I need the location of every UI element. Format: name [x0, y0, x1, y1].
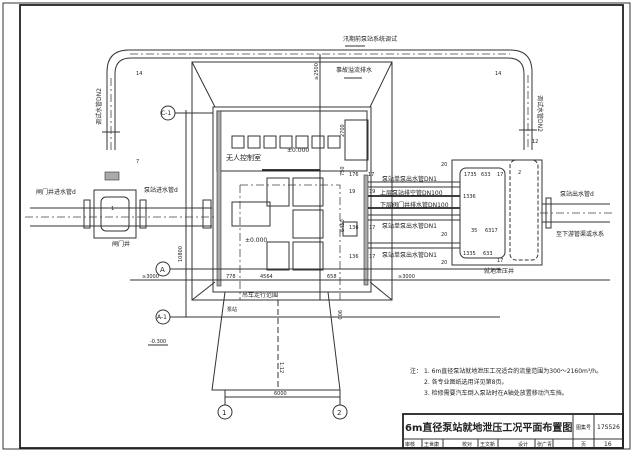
- elevation-mid: ±0.000: [245, 237, 267, 244]
- downstream-label: 至下游管渠或水系: [556, 230, 604, 238]
- dim-2500: ≥2500: [314, 63, 320, 80]
- dim-6000: 6000: [274, 391, 287, 397]
- pump-out-1-label: 泵站单泵出水管DN1: [382, 175, 437, 183]
- drawing-title: 6m直径泵站就地泄压工况平面布置图: [405, 421, 572, 434]
- dim-10800: 10800: [178, 246, 184, 262]
- dim-2700: 2700: [340, 124, 346, 137]
- callout: 20: [441, 260, 447, 266]
- atlas-number: 17S526: [597, 424, 620, 431]
- notes-prefix: 注：: [410, 367, 422, 375]
- callout: 20: [441, 162, 447, 168]
- callouts: 176 17 19 19 136 17 136 17 20 20 20 1735…: [349, 162, 521, 266]
- callout: 19: [349, 189, 355, 195]
- dim-3000-left: ≥3000: [142, 274, 159, 280]
- discharge-pipes: [368, 159, 615, 266]
- callout: 1336: [463, 194, 476, 200]
- flood-test-label: 汛期前泵站系统调试: [343, 35, 397, 43]
- note-1: 1. 6m直径泵站就地泄压工况适合的流量范围为300～2160m³/h。: [424, 367, 602, 375]
- callout-12: 12: [532, 139, 538, 145]
- dim-3000-right: ≥3000: [398, 274, 415, 280]
- note-3: 3. 检修需要汽车倒入泵站时在A轴处放置移动汽车挡。: [424, 389, 568, 397]
- axis-2: 2: [337, 409, 341, 417]
- axis-markers: [155, 105, 500, 420]
- note-2: 2. 各专业图纸选用详见第8页。: [424, 378, 507, 386]
- valve-inlet-label: 闸门井进水管d: [36, 188, 76, 196]
- page-number: 16: [604, 441, 612, 448]
- callout: 1735: [464, 172, 477, 178]
- truck-range-label: 吊车走行范围: [242, 291, 278, 299]
- callout: 176: [349, 172, 359, 178]
- callout: 2: [518, 170, 521, 176]
- pump-station-label: 泵站: [227, 306, 237, 313]
- axis-1: 1: [222, 409, 226, 417]
- atlas-label: 图集号: [576, 424, 591, 431]
- callout-7: 7: [136, 159, 139, 165]
- design-label: 设计: [518, 441, 528, 448]
- control-room-label: 无人控制室: [226, 153, 261, 162]
- station-outlet-label: 泵站出水管d: [560, 190, 594, 198]
- dim-750: 750: [340, 166, 346, 176]
- page-label: 页: [581, 442, 586, 448]
- dim-900: 900: [336, 310, 342, 320]
- pump-out-2-label: 泵站单泵出水管DN1: [382, 222, 437, 230]
- callout: 17: [497, 258, 503, 264]
- callout-14: 14: [495, 71, 501, 77]
- axis-a1: A-1: [157, 314, 167, 321]
- axis-c1: C-1: [161, 110, 171, 117]
- test-pipe-left-label: 调试水管DN2: [95, 88, 103, 125]
- ramp-slope: 1:12: [278, 362, 284, 373]
- upper-vent-label: 上层泵站排空管DN100: [380, 189, 443, 197]
- callout: 35: [471, 228, 477, 234]
- callout: 633: [481, 172, 491, 178]
- test-pipe-right-label: 调试水管DN2: [536, 95, 544, 132]
- notes: 注： 1. 6m直径泵站就地泄压工况适合的流量范围为300～2160m³/h。 …: [410, 367, 602, 397]
- callout: 6317: [485, 228, 498, 234]
- valve-well-label: 闸门井: [112, 240, 130, 248]
- emergency-drain-label: 事故溢流排水: [336, 66, 372, 74]
- dim-658: 658: [327, 274, 337, 280]
- axis-a: A: [160, 266, 165, 274]
- elevation-top: ±0.000: [287, 147, 309, 154]
- lower-drain-label: 下层阀门井排水管DN100: [380, 201, 449, 209]
- elevation-outside: -0.300: [150, 339, 166, 345]
- callout: 17: [369, 254, 375, 260]
- callout: 1335: [463, 251, 476, 257]
- pump-out-3-label: 泵站单泵出水管DN1: [382, 251, 437, 259]
- callout: 17: [368, 172, 374, 178]
- pressure-well-label: 就地泄压井: [484, 267, 514, 275]
- reviewer-name: 王世康: [424, 441, 439, 448]
- check-label: 校对: [462, 441, 472, 448]
- callout: 19: [369, 189, 375, 195]
- dim-778: 778: [226, 274, 236, 280]
- callout: 633: [483, 251, 493, 257]
- title-block: 6m直径泵站就地泄压工况平面布置图 图集号 17S526 页 16 审核 王世康…: [402, 413, 624, 449]
- valve-well: [25, 171, 215, 239]
- checker-name: 王文新: [480, 441, 495, 448]
- callout: 20: [441, 232, 447, 238]
- inner-frame: [19, 4, 624, 449]
- dim-6450: 6450: [340, 219, 346, 232]
- callout: 136: [349, 225, 359, 231]
- dim-4564: 4564: [260, 274, 273, 280]
- callout: 17: [497, 172, 503, 178]
- callout-14: 14: [136, 71, 142, 77]
- pump-station-building: [191, 61, 393, 391]
- callout-1: 1: [111, 206, 114, 212]
- station-inlet-label: 泵站进水管d: [144, 186, 178, 194]
- callout: 17: [369, 225, 375, 231]
- review-label: 审核: [405, 441, 415, 448]
- designer-name: 张广青: [537, 441, 552, 448]
- callout: 136: [349, 254, 359, 260]
